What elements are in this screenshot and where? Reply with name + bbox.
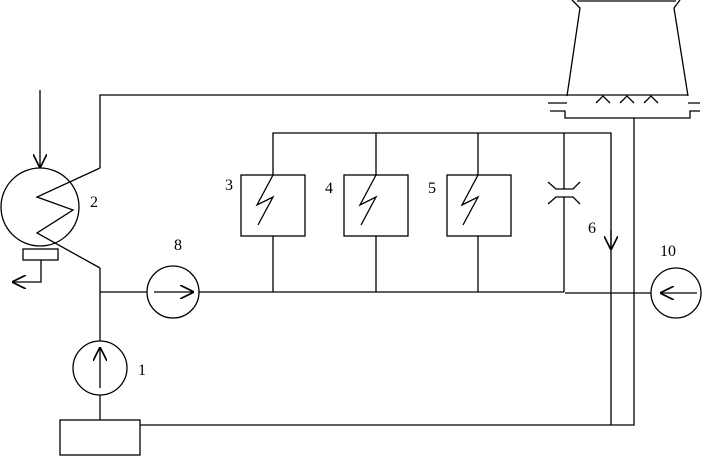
heater-5	[446, 174, 512, 237]
boiler	[0, 167, 101, 269]
label-6: 6	[588, 220, 596, 237]
heater-4	[343, 174, 409, 237]
spray-nozzles-icon	[595, 95, 659, 104]
tank	[59, 419, 141, 456]
label-3: 3	[225, 177, 233, 194]
throttle-valve	[547, 181, 581, 205]
label-4: 4	[325, 180, 333, 197]
coil-icon	[35, 167, 101, 269]
label-10: 10	[660, 243, 676, 260]
pump-10	[650, 267, 702, 319]
label-1: 1	[138, 362, 146, 379]
cooling-tower	[548, 0, 700, 119]
pump-1	[72, 340, 128, 396]
label-2: 2	[90, 194, 98, 211]
label-8: 8	[174, 237, 182, 254]
pump-8	[146, 265, 200, 319]
heater-3	[240, 174, 306, 237]
label-5: 5	[428, 180, 436, 197]
piping	[12, 90, 688, 426]
